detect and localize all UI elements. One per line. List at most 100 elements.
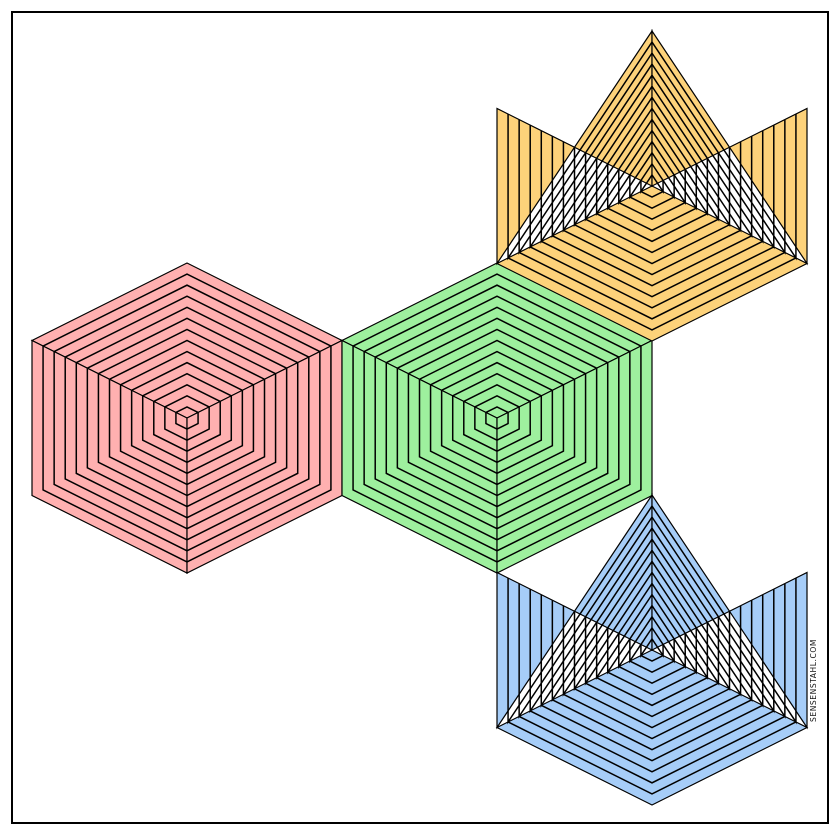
stripe	[186, 401, 221, 452]
stripe	[164, 395, 210, 408]
stripe	[496, 384, 565, 486]
stripe	[651, 130, 709, 217]
stripe	[629, 163, 653, 200]
stripe	[408, 328, 586, 375]
stripe	[563, 693, 741, 740]
stripe	[164, 406, 188, 441]
stripe	[131, 361, 243, 391]
stripe	[540, 74, 653, 244]
stripe	[407, 373, 498, 508]
stripe	[640, 174, 653, 195]
stripe	[529, 246, 775, 309]
stripe	[397, 317, 597, 369]
stripe	[385, 362, 498, 530]
stripe	[396, 368, 498, 519]
stripe	[130, 390, 188, 475]
stripe	[186, 384, 255, 486]
stripe	[98, 328, 276, 375]
stripe	[474, 395, 520, 408]
stripe	[518, 516, 653, 719]
stripe	[507, 721, 797, 795]
stripe	[651, 174, 664, 195]
stripe	[552, 699, 752, 751]
stripe	[563, 229, 741, 276]
stripe	[629, 196, 675, 209]
stripe	[153, 401, 188, 452]
stripe	[607, 207, 697, 232]
stripe	[618, 201, 686, 221]
stripe	[419, 339, 575, 380]
stripe	[640, 654, 664, 662]
stripe	[618, 665, 686, 685]
stripe	[640, 190, 664, 198]
stripe	[352, 346, 498, 563]
stripe	[596, 677, 708, 707]
stripe	[607, 671, 697, 696]
stripe	[496, 351, 631, 552]
stripe	[496, 395, 543, 463]
stripe	[552, 235, 752, 287]
stripe	[606, 605, 653, 675]
stripe	[606, 141, 653, 211]
stripe	[651, 63, 775, 250]
stripe	[496, 368, 598, 519]
stripe	[573, 108, 653, 228]
stripe	[374, 357, 498, 541]
stripe	[496, 401, 531, 452]
stripe	[573, 572, 653, 692]
stripe	[585, 218, 719, 254]
stripe	[474, 406, 498, 441]
stripe	[562, 561, 653, 697]
stripe	[108, 379, 188, 497]
stripe	[629, 660, 675, 673]
stripe	[451, 395, 498, 463]
stripe	[363, 284, 631, 353]
stripe	[651, 163, 675, 200]
stripe	[385, 306, 609, 364]
stripe	[574, 688, 730, 729]
stripe	[142, 372, 232, 397]
stripe	[496, 379, 576, 497]
stripe	[186, 362, 299, 530]
stripe	[540, 240, 764, 298]
stripe	[540, 538, 653, 708]
stripe	[595, 130, 653, 217]
stripe	[640, 638, 653, 659]
stripe	[485, 406, 509, 414]
stripe	[651, 605, 698, 675]
stripe	[175, 406, 199, 414]
stripe	[518, 251, 786, 320]
stripe	[540, 704, 764, 762]
stripe	[651, 549, 753, 703]
stripe	[430, 350, 564, 386]
stripe	[175, 412, 188, 430]
stripe	[562, 97, 653, 233]
stripe	[141, 395, 188, 463]
stripe	[120, 350, 254, 386]
stripe	[352, 273, 642, 347]
stripe	[186, 379, 266, 497]
stripe	[186, 373, 277, 508]
stripe	[518, 52, 653, 255]
stripe	[585, 682, 719, 718]
stripe	[496, 412, 509, 430]
stripe	[363, 351, 498, 552]
stripe	[651, 638, 664, 659]
stripe	[651, 505, 797, 725]
stripe	[87, 317, 287, 369]
stripe	[574, 224, 730, 265]
stripe	[75, 362, 188, 530]
stripe	[186, 357, 310, 541]
cube-orange	[495, 29, 809, 342]
stripe	[42, 273, 332, 347]
stripe	[119, 384, 188, 486]
stripe	[463, 383, 531, 403]
stripe	[463, 401, 498, 452]
stripe	[186, 368, 288, 519]
stripe	[186, 390, 244, 475]
stripe	[651, 594, 709, 681]
stripe	[507, 505, 653, 725]
stripe	[440, 390, 498, 475]
stripe	[186, 346, 332, 563]
